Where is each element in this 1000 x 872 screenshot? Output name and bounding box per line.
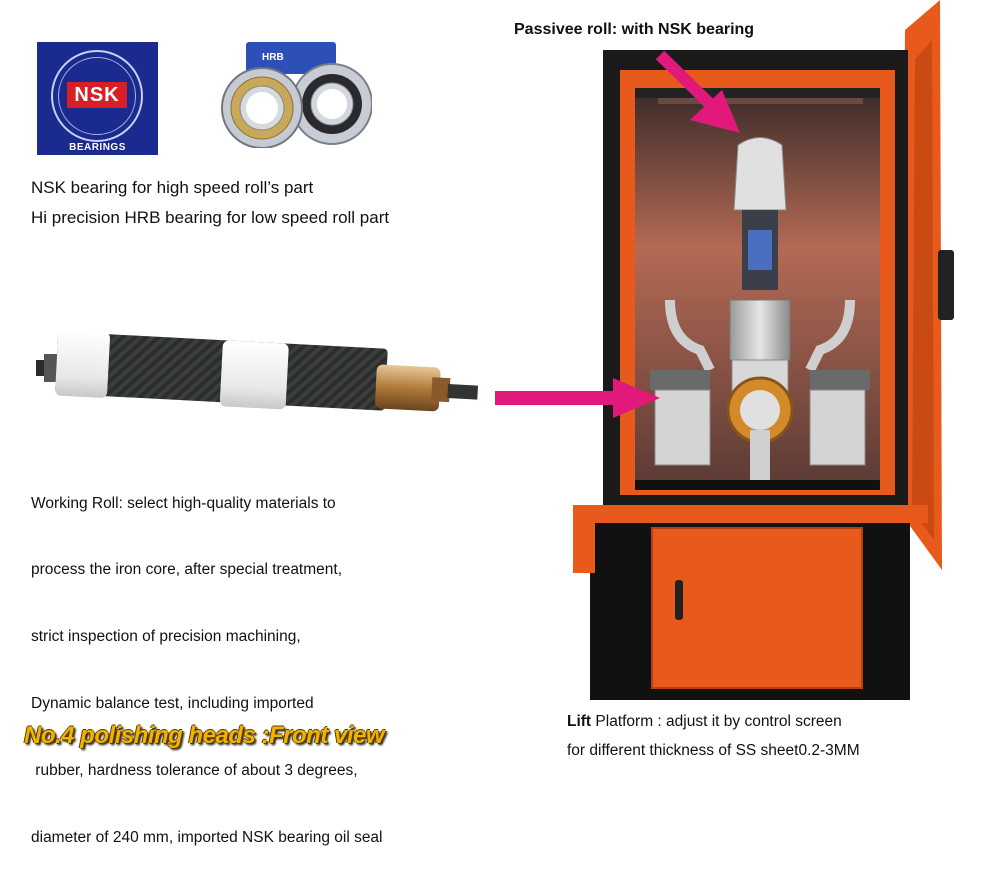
working-roll-image bbox=[36, 330, 478, 412]
logo-ring bbox=[51, 50, 143, 142]
logo-subtitle: BEARINGS bbox=[69, 142, 126, 153]
logo-brand: NSK bbox=[67, 82, 127, 108]
bearing-box-label: HRB bbox=[262, 52, 284, 63]
lift-line1-text: Platform : adjust it by control screen bbox=[591, 713, 842, 730]
bearings-image: HRB bbox=[221, 42, 372, 148]
nsk-bearing-note: NSK bearing for high speed roll’s part bbox=[31, 178, 314, 197]
lift-platform-line1: Lift Platform : adjust it by control scr… bbox=[567, 713, 842, 731]
roll-desc-line: strict inspection of precision machining… bbox=[31, 628, 301, 646]
hrb-bearing-note: Hi precision HRB bearing for low speed r… bbox=[31, 208, 390, 227]
polishing-machine-image bbox=[573, 0, 954, 700]
working-roll-description: Working Roll: select high-quality materi… bbox=[31, 448, 501, 872]
bearing-box bbox=[246, 42, 336, 74]
roll-desc-line: Dynamic balance test, including imported bbox=[31, 695, 314, 713]
passive-roll-label: Passivee roll: with NSK bearing bbox=[514, 21, 755, 38]
nsk-logo: NSK BEARINGS bbox=[37, 42, 158, 155]
logo-ring-inner bbox=[58, 57, 136, 135]
lift-word: Lift bbox=[567, 713, 592, 730]
front-view-title: No.4 polishing heads :Front view bbox=[24, 722, 385, 749]
lift-platform-line2: for different thickness of SS sheet0.2-3… bbox=[567, 742, 860, 759]
roll-desc-line: rubber, hardness tolerance of about 3 de… bbox=[31, 762, 358, 780]
roll-desc-line: diameter of 240 mm, imported NSK bearing… bbox=[31, 829, 383, 847]
roll-desc-line: Working Roll: select high-quality materi… bbox=[31, 494, 336, 512]
roll-desc-line: process the iron core, after special tre… bbox=[31, 561, 343, 579]
